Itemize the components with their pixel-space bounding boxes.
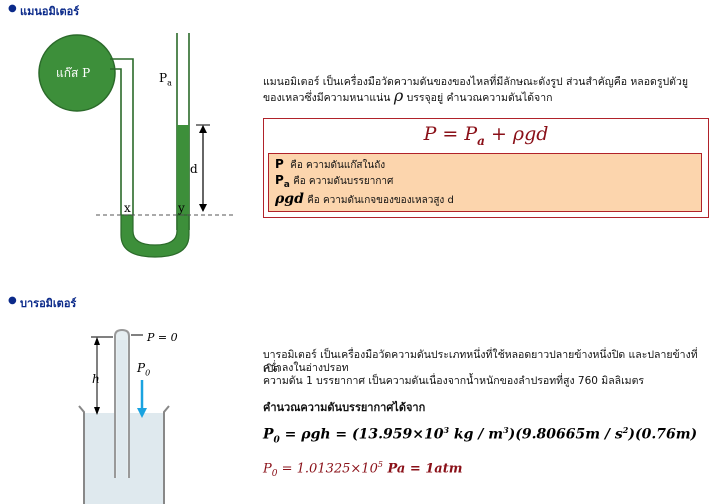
manometer-formula: P = Pa + ρgd [423,123,549,148]
bullet-icon: ● [8,295,17,306]
calc-heading: คำนวณความดันบรรยากาศได้จาก [263,401,426,414]
x-label: x [124,201,131,215]
p-zero-label: P = 0 [147,331,178,344]
formula-box: P = Pa + ρgd P คือ ความดันแก๊สในถัง Pa ค… [263,118,709,218]
manometer-description-line1: แมนอมิเตอร์ เป็นเครื่องมือวัดความดันของข… [263,76,689,88]
p0-label: P0 [137,361,151,378]
y-label: y [178,201,185,215]
atmosphere-result: P0 = 1.01325×105 Pa = 1atm [263,460,463,479]
definitions-panel: P คือ ความดันแก๊สในถัง Pa คือ ความดันบรร… [268,153,702,212]
definition-row: Pa คือ ความดันบรรยากาศ [275,173,394,190]
pa-label: Pa [159,71,172,88]
barometer-equation: P0 = ρgh = (13.959×103 kg / m3)(9.80665m… [263,425,698,446]
d-label: d [190,162,198,176]
liquid-right-column [177,125,189,235]
bullet-icon: ● [8,3,17,14]
barometer-figure [78,328,170,504]
barometer-description-line1: บารอมิเตอร์ เป็นเครื่องมือวัดความดันประเ… [263,349,698,375]
manometer-figure [38,33,235,258]
definition-row: P คือ ความดันแก๊สในถัง [275,157,386,171]
manometer-description-line2: ของเหลวซึ่งมีความหนาแน่น ρ บรรจุอยู่ คำน… [263,86,553,105]
gas-tank [38,34,116,112]
section-heading-barometer: บารอมิเตอร์ [20,297,77,310]
section-heading-manometer: แมนอมิเตอร์ [20,5,80,18]
gas-label: แก๊ส P [56,66,91,80]
barometer-description-line3: ความดัน 1 บรรยากาศ เป็นความดันเนื่องจากน… [263,375,645,387]
definition-row: ρgd คือ ความดันเกจของของเหลวสูง d [275,191,454,207]
liquid-u-bottom [120,214,190,258]
h-label: h [92,372,100,386]
barometer-description-line2: คว่ำลงในอ่างปรอท [263,362,349,374]
